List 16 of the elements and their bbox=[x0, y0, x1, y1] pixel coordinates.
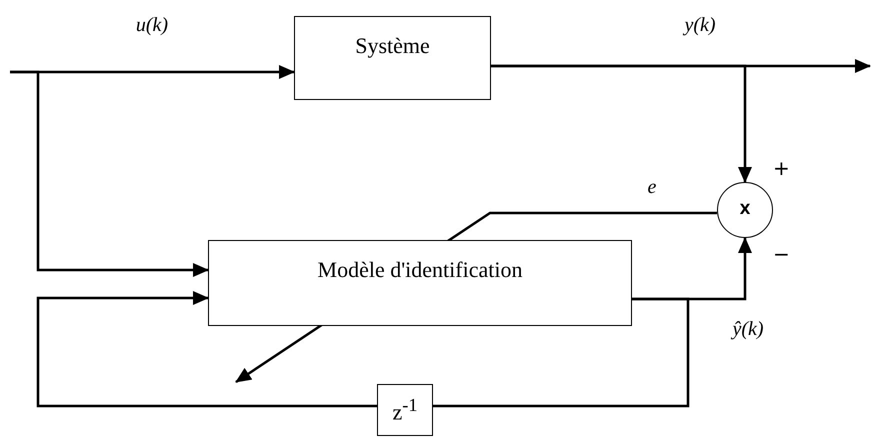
sign-label: − bbox=[773, 242, 790, 266]
arrow bbox=[36, 291, 377, 408]
block-box bbox=[377, 384, 433, 436]
block-box bbox=[294, 16, 491, 100]
block-label: Modèle d'identification bbox=[318, 257, 522, 283]
block-label: X bbox=[740, 202, 750, 218]
signal-label: u(k) bbox=[136, 14, 168, 37]
arrow bbox=[491, 64, 752, 183]
arrow bbox=[10, 70, 209, 277]
signal-label: ŷ(k) bbox=[732, 318, 764, 341]
sign-label: + bbox=[773, 156, 790, 180]
block-label: z$^{-1}$ bbox=[392, 394, 418, 426]
signal-label: y(k) bbox=[684, 14, 716, 37]
signal-label: e bbox=[648, 176, 656, 199]
block-label: Système bbox=[355, 33, 430, 59]
block-box bbox=[208, 240, 632, 326]
